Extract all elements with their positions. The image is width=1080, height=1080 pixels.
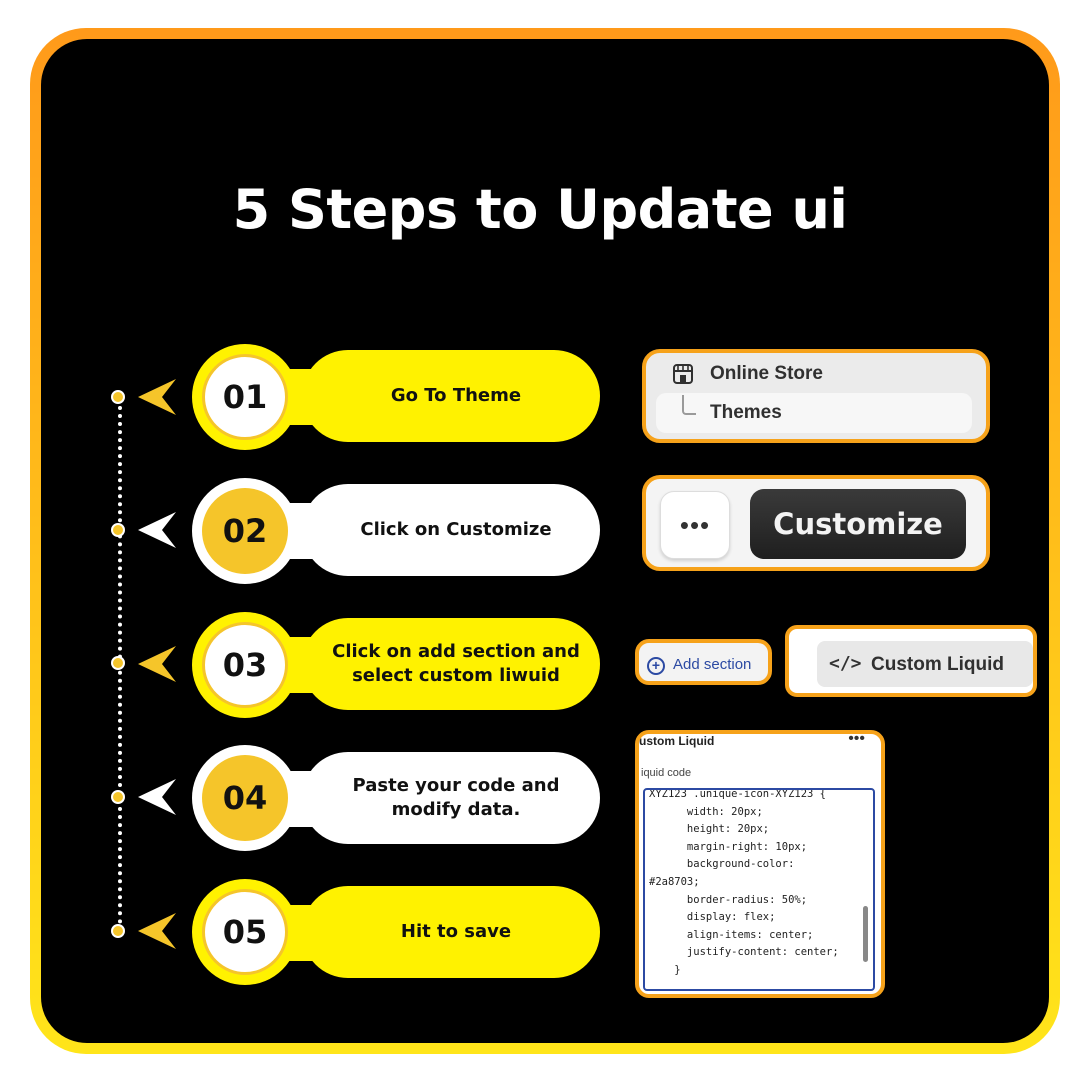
step-label: Paste your code and modify data. [352, 774, 560, 820]
timeline-dot [111, 523, 125, 537]
step-pill: Hit to save [302, 886, 600, 978]
step-number: 03 [202, 622, 288, 708]
add-section-button[interactable]: Add section [673, 656, 752, 673]
tree-branch-icon [682, 395, 696, 415]
arrow-left-icon [138, 646, 176, 682]
step-pill: Click on Customize [302, 484, 600, 576]
arrow-left-icon [138, 512, 176, 548]
custom-liquid-screenshot: </> Custom Liquid [785, 625, 1037, 697]
custom-liquid-label: Custom Liquid [871, 654, 1004, 675]
arrow-left-icon [138, 379, 176, 415]
step-label: Hit to save [400, 920, 512, 942]
step-number: 02 [202, 488, 288, 574]
liquid-code-textarea[interactable]: XYZ123 .unique-icon-XYZ123 { width: 20px… [643, 788, 875, 991]
step-label: Click on add section and select custom l… [332, 640, 580, 686]
online-store-screenshot: Online Store Themes [642, 349, 990, 443]
more-icon[interactable]: ••• [848, 730, 865, 747]
code-content: XYZ123 .unique-icon-XYZ123 { width: 20px… [649, 788, 839, 976]
step-number: 01 [202, 354, 288, 440]
themes-label: Themes [710, 402, 782, 423]
online-store-label[interactable]: Online Store [710, 363, 823, 384]
step-pill: Click on add section and select custom l… [302, 618, 600, 710]
step-badge: 03 [192, 612, 298, 718]
step-badge: 02 [192, 478, 298, 584]
editor-header: ustom Liquid [639, 734, 715, 748]
timeline-dot [111, 390, 125, 404]
step-pill: Paste your code and modify data. [302, 752, 600, 844]
step-badge: 05 [192, 879, 298, 985]
scrollbar[interactable] [863, 906, 868, 962]
add-section-screenshot: + Add section [635, 639, 772, 685]
timeline-dot [111, 924, 125, 938]
step-pill: Go To Theme [302, 350, 600, 442]
more-actions-button[interactable]: ••• [660, 491, 730, 559]
timeline-dot [111, 790, 125, 804]
code-icon: </> [829, 653, 862, 674]
customize-screenshot: ••• Customize [642, 475, 990, 571]
plus-circle-icon: + [647, 657, 665, 675]
step-badge: 01 [192, 344, 298, 450]
field-label: iquid code [641, 767, 692, 779]
arrow-left-icon [138, 913, 176, 949]
custom-liquid-option[interactable]: </> Custom Liquid [817, 641, 1033, 687]
timeline-dot [111, 656, 125, 670]
page-title: 5 Steps to Update ui [232, 178, 848, 241]
step-label: Go To Theme [390, 384, 522, 406]
store-icon [673, 364, 693, 384]
step-label: Click on Customize [360, 518, 552, 540]
arrow-left-icon [138, 779, 176, 815]
step-badge: 04 [192, 745, 298, 851]
themes-nav-item[interactable]: Themes [656, 393, 972, 433]
code-editor-screenshot: ustom Liquid ••• iquid code XYZ123 .uniq… [635, 730, 885, 998]
step-number: 05 [202, 889, 288, 975]
customize-button[interactable]: Customize [750, 489, 966, 559]
step-number: 04 [202, 755, 288, 841]
